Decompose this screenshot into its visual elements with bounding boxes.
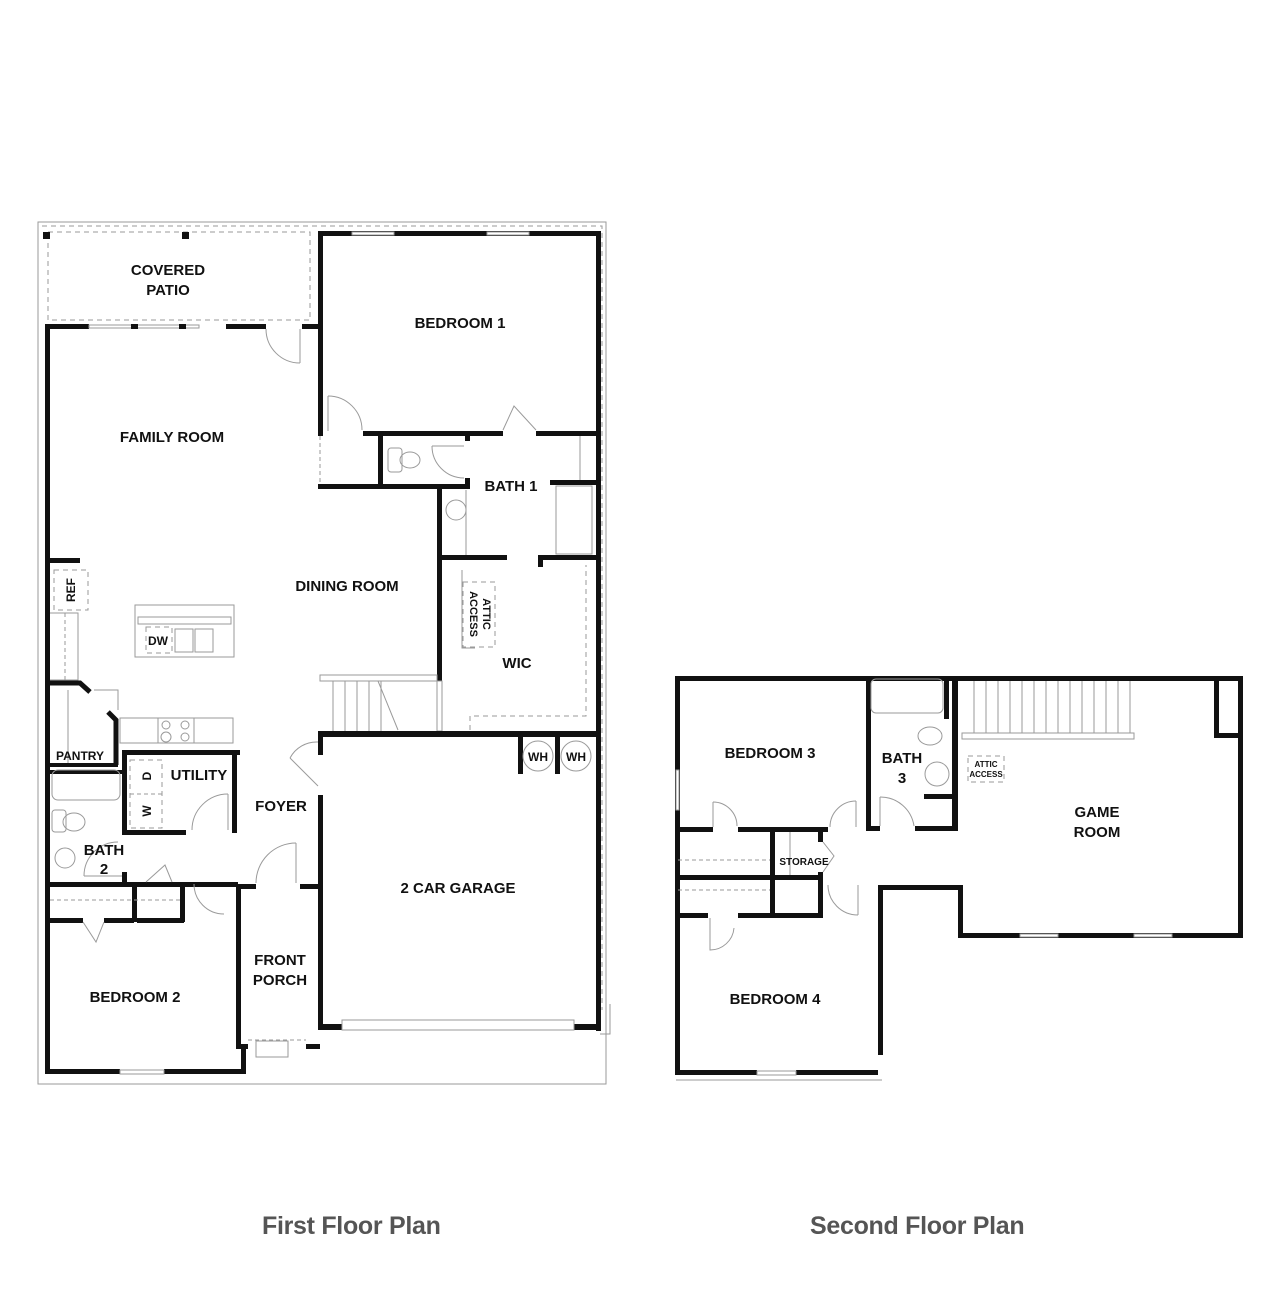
toilet-icon xyxy=(387,447,403,473)
stairs-icon xyxy=(961,681,1135,740)
label-washer: W xyxy=(140,805,154,817)
bathtub-icon xyxy=(870,678,944,714)
first-floor-plan xyxy=(37,221,611,1085)
label-dining-room: DINING ROOM xyxy=(295,578,398,595)
sink-icon xyxy=(174,628,194,653)
label-covered-patio: COVERED xyxy=(131,262,205,279)
covered-patio xyxy=(43,231,311,321)
label-bath-3: 3 xyxy=(898,770,906,787)
toilet-icon xyxy=(917,726,943,746)
label-dryer: D xyxy=(140,771,154,780)
label-dw: DW xyxy=(148,634,169,648)
second-floor-plan xyxy=(675,676,1243,1081)
label-attic-access: ACCESS xyxy=(467,591,479,637)
sink-icon xyxy=(54,847,76,869)
label-family-room: FAMILY ROOM xyxy=(120,429,224,446)
label-water-heater: WH xyxy=(528,750,548,764)
label-foyer: FOYER xyxy=(255,798,307,815)
label-pantry: PANTRY xyxy=(56,749,104,763)
patio-post-icon xyxy=(43,232,50,239)
bathtub-icon xyxy=(51,769,121,801)
label-attic-access: ATTIC xyxy=(480,598,492,630)
kitchen-island xyxy=(134,604,235,658)
sink-icon xyxy=(445,499,467,521)
label-attic-access: ATTIC xyxy=(975,760,998,769)
label-storage: STORAGE xyxy=(779,857,829,868)
label-bath-3: BATH xyxy=(882,750,923,767)
attic-access-hatch xyxy=(967,755,1005,783)
shower-icon xyxy=(555,485,593,555)
label-covered-patio: PATIO xyxy=(146,282,190,299)
label-bedroom-3: BEDROOM 3 xyxy=(725,745,816,762)
front-door-swing-icon xyxy=(255,842,297,884)
label-front-porch: FRONT xyxy=(254,952,306,969)
patio-post-icon xyxy=(182,232,189,239)
label-utility: UTILITY xyxy=(171,767,228,784)
toilet-icon xyxy=(51,809,67,833)
dishwasher-icon xyxy=(145,626,173,654)
label-water-heater: WH xyxy=(566,750,586,764)
attic-access-hatch xyxy=(462,581,496,648)
label-bath-2: 2 xyxy=(100,861,108,878)
room-labels: COVERED PATIO BEDROOM 1 FAMILY ROOM BATH… xyxy=(56,262,1120,1008)
label-wic: WIC xyxy=(502,655,531,672)
label-ref: REF xyxy=(64,578,78,602)
label-bedroom-1: BEDROOM 1 xyxy=(415,315,506,332)
sink-icon xyxy=(924,761,950,787)
range-icon xyxy=(157,717,195,744)
sliding-door-icon xyxy=(88,324,200,329)
label-garage: 2 CAR GARAGE xyxy=(400,880,515,897)
stairs-icon xyxy=(319,674,443,732)
label-front-porch: PORCH xyxy=(253,972,307,989)
label-game-room: ROOM xyxy=(1074,824,1121,841)
second-floor-caption: Second Floor Plan xyxy=(810,1212,1025,1240)
patio-door-swing-icon xyxy=(265,328,301,364)
label-bedroom-4: BEDROOM 4 xyxy=(730,991,822,1008)
garage-door-icon xyxy=(341,1019,575,1031)
refrigerator-icon xyxy=(53,569,89,611)
label-bedroom-2: BEDROOM 2 xyxy=(90,989,181,1006)
label-bath-1: BATH 1 xyxy=(484,478,537,495)
first-floor-caption: First Floor Plan xyxy=(262,1212,441,1240)
water-heater-icon xyxy=(560,740,592,772)
label-attic-access: ACCESS xyxy=(969,770,1003,779)
label-bath-2: BATH xyxy=(84,842,125,859)
label-game-room: GAME xyxy=(1075,804,1120,821)
water-heater-icon xyxy=(522,740,554,772)
